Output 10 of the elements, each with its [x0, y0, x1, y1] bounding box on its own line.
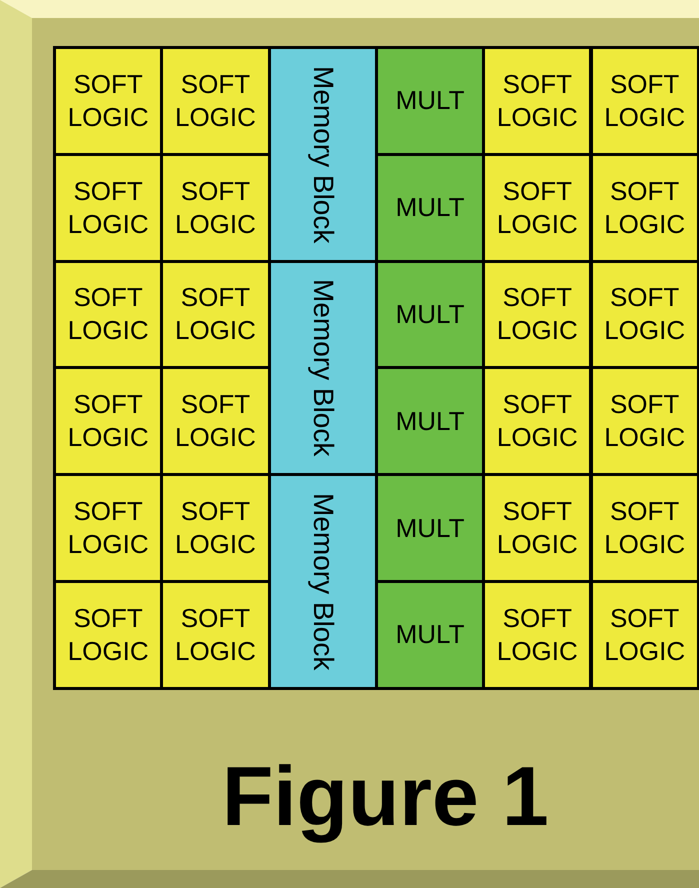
- logic-block: SOFT LOGIC: [590, 580, 699, 690]
- logic-block: SOFT LOGIC: [160, 473, 271, 583]
- logic-block: SOFT LOGIC: [590, 473, 699, 583]
- logic-block: SOFT LOGIC: [590, 46, 699, 156]
- logic-block: SOFT LOGIC: [160, 46, 271, 156]
- logic-block: SOFT LOGIC: [482, 46, 592, 156]
- logic-block: SOFT LOGIC: [482, 473, 592, 583]
- logic-block: SOFT LOGIC: [160, 580, 271, 690]
- figure-caption: Figure 1: [222, 748, 549, 845]
- logic-block: SOFT LOGIC: [482, 580, 592, 690]
